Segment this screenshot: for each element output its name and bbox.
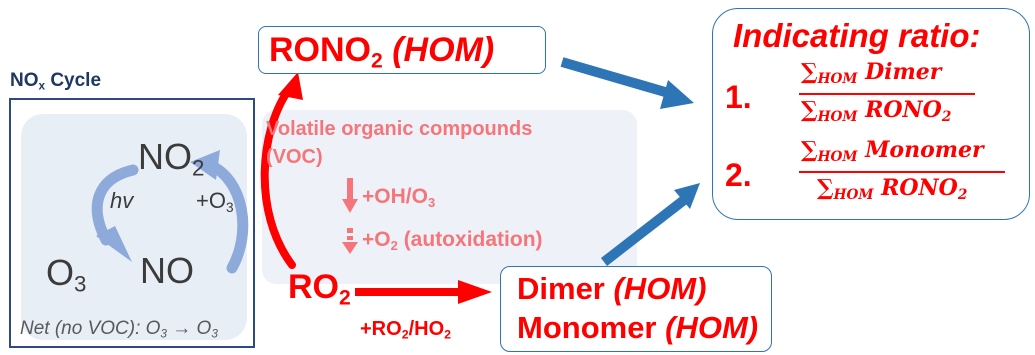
ro2-to-rono2-arrowhead (278, 72, 303, 100)
indicating-ratio-title: Indicating ratio: (733, 17, 981, 54)
rono2-to-ratio-arrowhead (660, 80, 694, 109)
voc-arrow-2-head (342, 242, 358, 254)
hv-label: hv (110, 188, 134, 213)
rono2-to-ratio-arrow (560, 57, 674, 99)
no-species: NO (140, 250, 194, 291)
ratio-1-numerator: ∑HOM Dimer (801, 59, 942, 88)
cycle-arrowhead-no (96, 226, 132, 262)
ratio-2-number: 2. (725, 157, 752, 193)
products-to-ratio-arrow (600, 196, 688, 266)
ratio-2-numerator: ∑HOM Monomer (801, 137, 984, 166)
monomer-hom-label: Monomer (HOM) (517, 310, 759, 345)
ratio-2-denominator: ∑HOM RONO2 (817, 175, 968, 204)
no2-species: NO2 (138, 136, 205, 181)
autoxidation-step: +O2 (autoxidation) (362, 228, 543, 253)
nox-cycle-title: NOx Cycle (10, 70, 102, 93)
ratio-1-number: 1. (725, 79, 752, 115)
ratio-2-fraction-bar (799, 171, 1005, 173)
voc-label-line2: (VOC) (266, 146, 323, 168)
o3-species: O3 (46, 252, 87, 297)
ro2-to-rono2-arrow (260, 84, 296, 269)
nox-cycle-inner-panel (21, 114, 247, 340)
voc-arrow-1-head (342, 199, 358, 213)
products-box: Dimer (HOM) Monomer (HOM) (500, 266, 772, 352)
rono2-hom-label: RONO2 (HOM) (269, 31, 495, 73)
ro2-to-dimer-arrowhead (458, 280, 492, 304)
net-reaction-note: Net (no VOC): O3 → O3 (20, 318, 218, 341)
rono2-hom-box: RONO2 (HOM) (258, 26, 546, 74)
voc-arrow-2-shaft-b (347, 236, 353, 240)
ratio-1-denominator: ∑HOM RONO2 (801, 97, 952, 126)
cycle-arrow-no2-to-no (91, 164, 139, 246)
nox-cycle-box (9, 98, 255, 348)
ro2-ho2-reactant: +RO2/HO2 (360, 318, 452, 342)
oh-o3-step: +OH/O3 (362, 185, 436, 210)
o3-plus-label: +O3 (196, 188, 234, 216)
cycle-arrow-o3-to-no2 (204, 159, 249, 274)
ratio-1-fraction-bar (799, 93, 975, 95)
cycle-arrowhead-no2 (190, 150, 220, 180)
indicating-ratio-box: Indicating ratio: 1. ∑HOM Dimer ∑HOM RON… (712, 8, 1030, 220)
dimer-hom-label: Dimer (HOM) (517, 271, 707, 306)
products-to-ratio-arrowhead (674, 183, 700, 209)
voc-background-panel (262, 110, 637, 284)
voc-arrow-1-shaft (347, 178, 353, 200)
voc-label-line1: Volatile organic compounds (266, 118, 533, 140)
ro2-species: RO2 (288, 268, 351, 310)
ro2-to-dimer-arrow-shaft (355, 288, 460, 296)
voc-arrow-2-shaft-a (347, 228, 353, 233)
